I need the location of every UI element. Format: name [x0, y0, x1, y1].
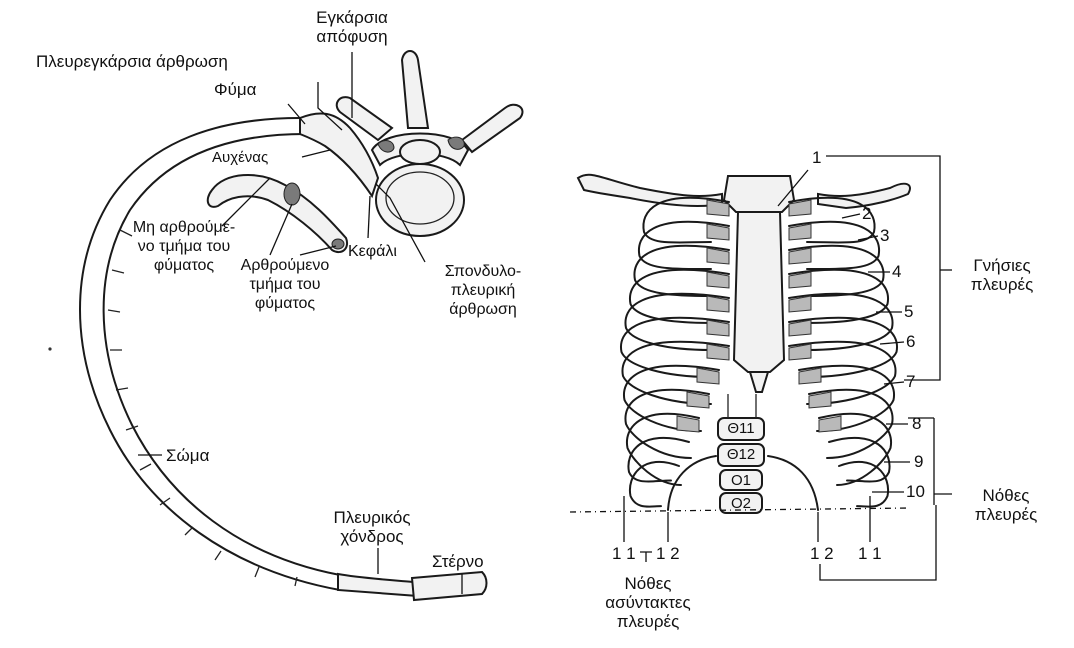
rib-arc-right-11 — [829, 438, 890, 482]
xiphoid — [750, 372, 768, 392]
sternum-body — [734, 212, 784, 372]
label-costovertebral-line2: πλευρική — [420, 281, 546, 300]
label-costal-cartilage-line1: Πλευρικός — [302, 508, 442, 527]
rib-illustration — [48, 51, 522, 600]
articular-surface-tubercle — [284, 183, 300, 205]
label-head: Κεφάλι — [348, 242, 397, 261]
label-nonarticular-line1: Μη αρθρούμε- — [116, 218, 252, 237]
label-neck: Αυχένας — [212, 148, 268, 167]
left-ribs — [621, 198, 729, 507]
label-nonarticular-line2: νο τμήμα του — [116, 237, 252, 256]
leader-neck — [302, 150, 330, 157]
costal-cartilage-left-9 — [687, 392, 709, 408]
rib-number-5: 5 — [904, 302, 913, 321]
label-vertebra-l2: Ο2 — [720, 494, 762, 513]
rib-number-7: 7 — [906, 372, 915, 391]
label-transverse-process-line1: Εγκάρσια — [282, 8, 422, 27]
label-floating-ribs-line3: πλευρές — [578, 612, 718, 631]
label-bottom-12-right: 1 2 — [810, 544, 834, 563]
label-false-ribs-line1: Νόθες — [954, 486, 1058, 505]
costal-cartilage — [338, 574, 418, 596]
leader-rib-6 — [880, 342, 904, 344]
label-bottom-12-left: 1 2 — [656, 544, 680, 563]
sternum-piece — [412, 572, 487, 600]
label-sternum: Στέρνο — [432, 552, 484, 571]
rib-number-4: 4 — [892, 262, 901, 281]
manubrium — [724, 176, 794, 212]
label-articular-line2: τμήμα του — [220, 275, 350, 294]
vertebral-foramen — [400, 140, 440, 164]
rib-number-3: 3 — [880, 226, 889, 245]
costal-cartilage-right-10 — [819, 416, 841, 432]
leader-rib-7 — [884, 382, 904, 384]
spinous-process — [402, 51, 428, 128]
label-costovertebral-joint: Σπονδυλο- πλευρική άρθρωση — [420, 262, 546, 319]
leader-tubercle — [288, 104, 305, 124]
clavicle-left — [578, 175, 722, 206]
label-floating-ribs-line1: Νόθες — [578, 574, 718, 593]
rib-number-6: 6 — [906, 332, 915, 351]
label-costal-cartilage: Πλευρικός χόνδρος — [302, 508, 442, 546]
lower-margin-right — [768, 456, 818, 510]
label-true-ribs-line1: Γνήσιες — [952, 256, 1052, 275]
stray-mark — [48, 347, 51, 350]
vertebral-column-upper — [728, 394, 756, 418]
label-floating-ribs: Νόθες ασύντακτες πλευρές — [578, 574, 718, 631]
label-false-ribs: Νόθες πλευρές — [954, 486, 1058, 524]
costal-cartilage-right-9 — [809, 392, 831, 408]
label-transverse-process: Εγκάρσια απόφυση — [282, 8, 422, 46]
label-tubercle: Φύμα — [214, 80, 256, 99]
label-costovertebral-line3: άρθρωση — [420, 300, 546, 319]
articular-surface-head — [332, 239, 344, 249]
label-true-ribs-line2: πλευρές — [952, 275, 1052, 294]
label-rib-body: Σώμα — [166, 446, 209, 465]
label-true-ribs: Γνήσιες πλευρές — [952, 256, 1052, 294]
label-costal-cartilage-line2: χόνδρος — [302, 527, 442, 546]
leader-rib-2 — [842, 214, 860, 218]
transverse-process-right — [462, 105, 522, 152]
costal-cartilage-left-10 — [677, 416, 699, 432]
thoracic-cage-illustration — [570, 156, 952, 580]
leader-articular-b — [300, 246, 336, 255]
rib-number-2: 2 — [862, 204, 871, 223]
label-false-ribs-line2: πλευρές — [954, 505, 1058, 524]
label-bottom-11-right: 1 1 — [858, 544, 882, 563]
rib-number-1: 1 — [812, 148, 821, 167]
label-articular-line1: Αρθρούμενο — [220, 256, 350, 275]
bracket-left-floating — [640, 552, 652, 562]
label-vertebra-l1: Ο1 — [720, 471, 762, 490]
label-articular-line3: φύματος — [220, 294, 350, 313]
label-vertebra-t12: Θ12 — [718, 445, 764, 464]
leader-articular-a — [270, 204, 292, 255]
label-transverse-process-line2: απόφυση — [282, 27, 422, 46]
vertebral-body — [376, 164, 464, 236]
label-floating-ribs-line2: ασύντακτες — [578, 593, 718, 612]
label-costotransverse-joint: Πλευρεγκάρσια άρθρωση — [36, 52, 228, 71]
leader-head — [368, 196, 370, 238]
label-bottom-11-left: 1 1 — [612, 544, 636, 563]
bracket-12-11-bottom — [820, 505, 936, 580]
label-vertebra-t11: Θ11 — [718, 419, 764, 438]
label-articular-part: Αρθρούμενο τμήμα του φύματος — [220, 256, 350, 313]
rib-number-8: 8 — [912, 414, 921, 433]
label-costovertebral-line1: Σπονδυλο- — [420, 262, 546, 281]
rib-number-9: 9 — [914, 452, 923, 471]
rib-number-10: 10 — [906, 482, 925, 501]
